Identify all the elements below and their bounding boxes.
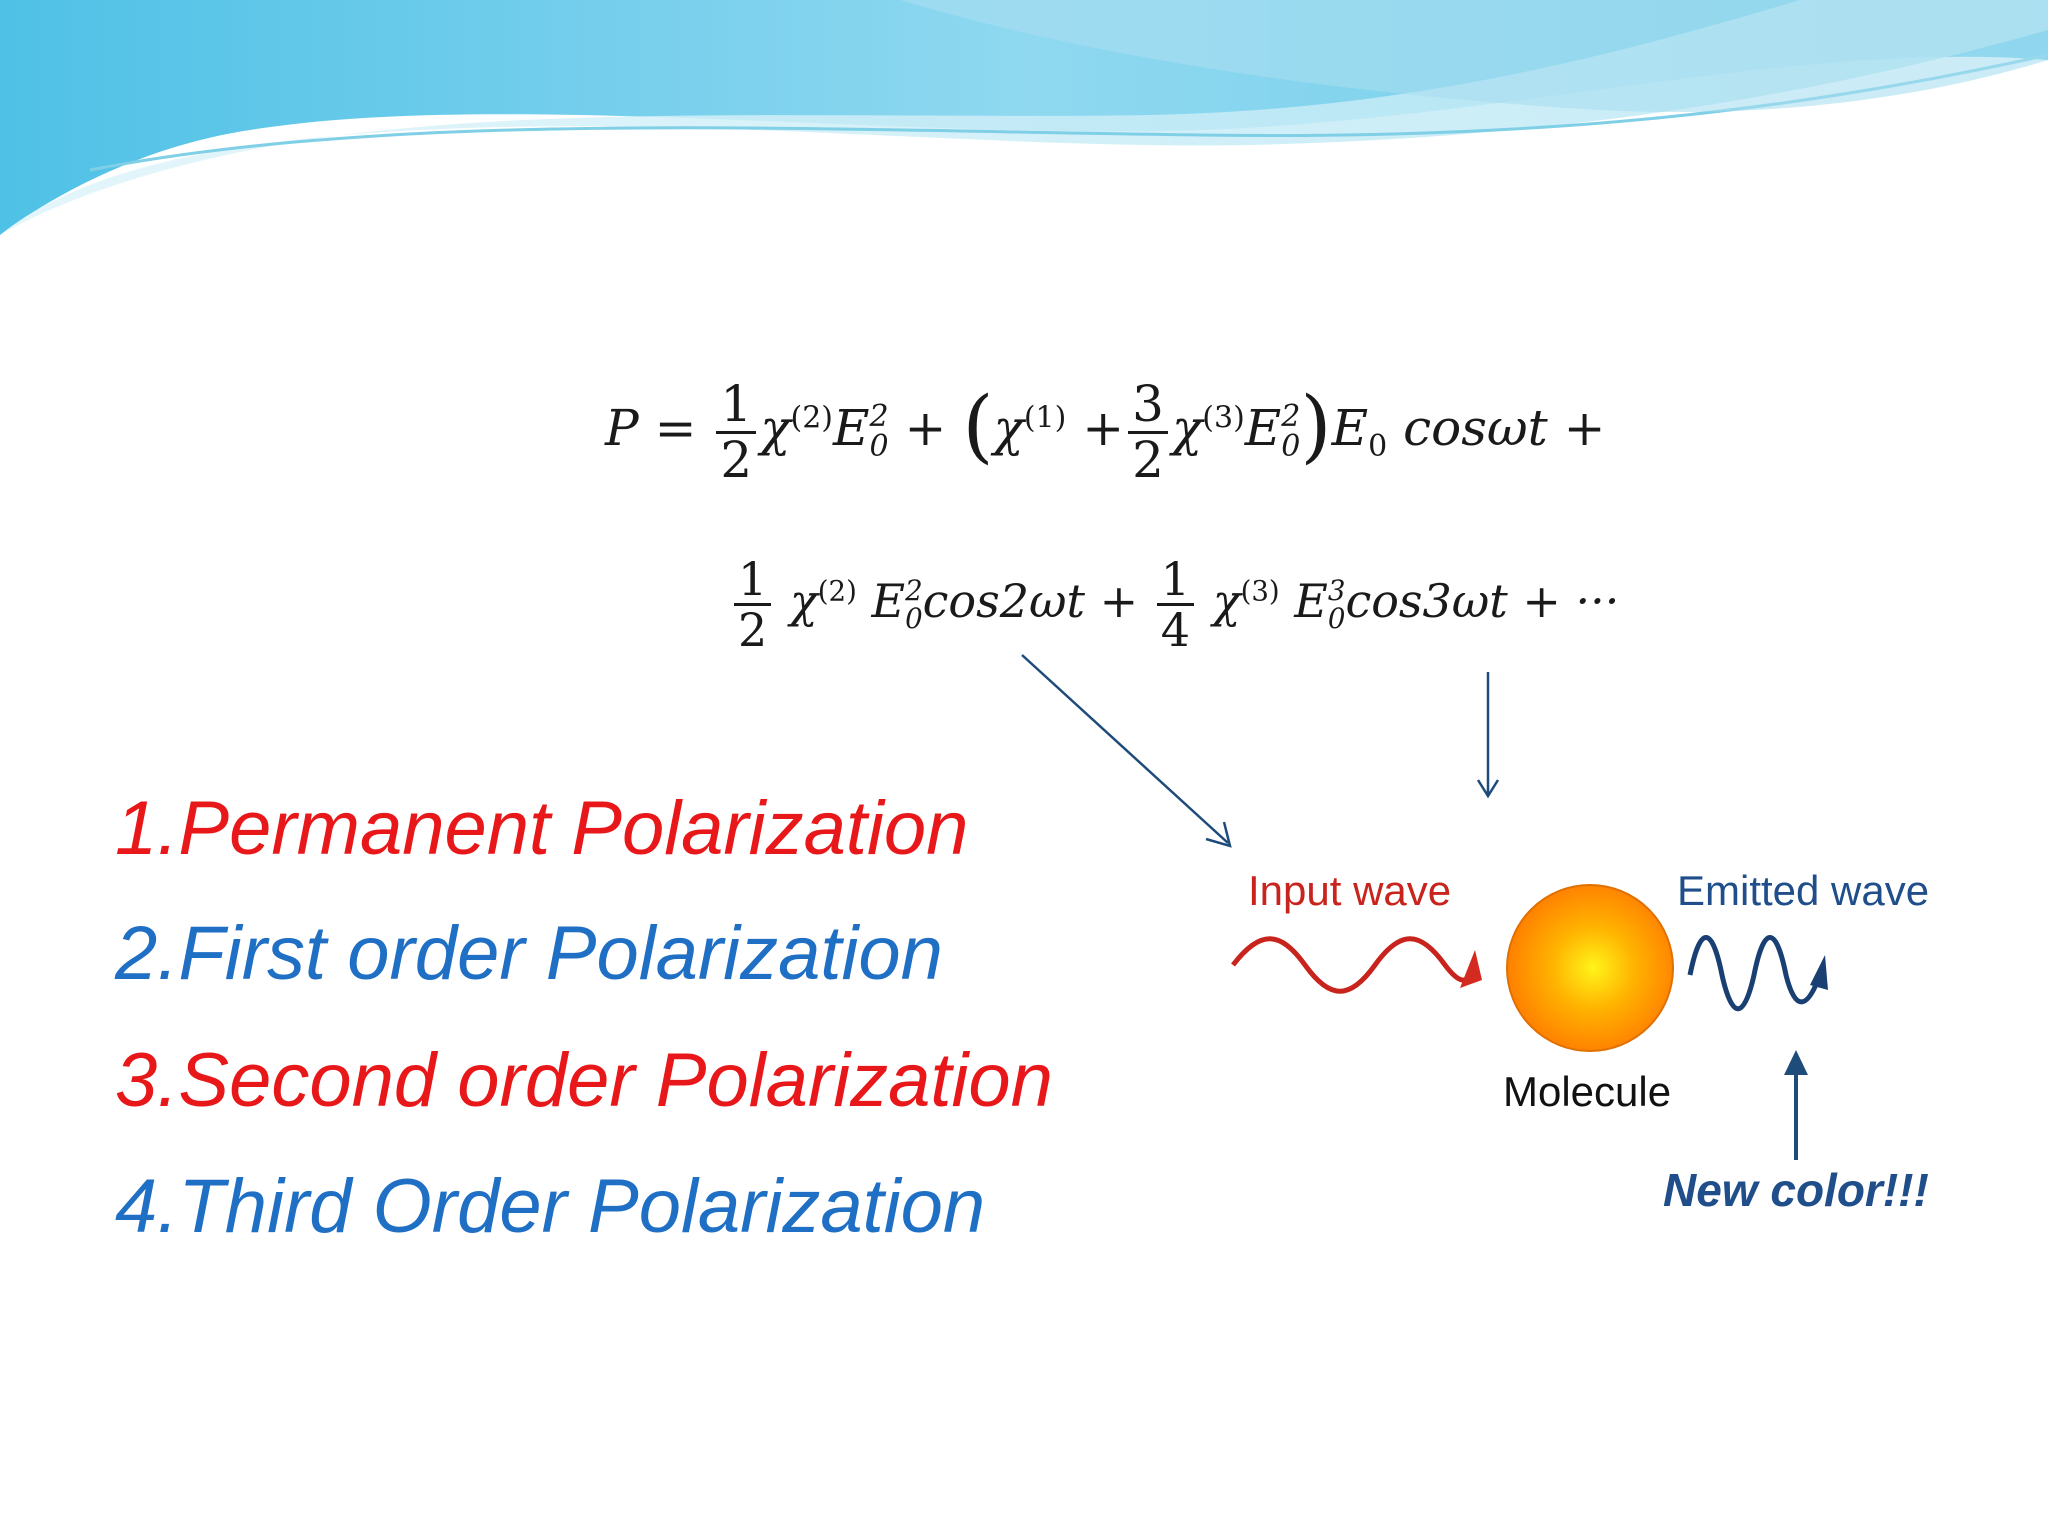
e0: E	[1331, 399, 1369, 457]
emitted-wave-label: Emitted wave	[1677, 867, 1930, 914]
input-wave	[1231, 936, 1471, 994]
right-paren: )	[1300, 379, 1332, 472]
e0-cubed: E	[1294, 573, 1328, 628]
emitted-wave	[1687, 935, 1821, 1011]
arrow-second-order-head	[1205, 821, 1232, 848]
new-color-label: New color!!!	[1663, 1164, 1929, 1216]
cos-omega-t: cosωt +	[1403, 399, 1606, 457]
molecule-label: Molecule	[1503, 1068, 1672, 1115]
chi-2: χ	[789, 573, 818, 628]
eq-plus: +	[904, 399, 947, 457]
list-item-third-order: 4.Third Order Polarization	[115, 1164, 986, 1249]
arrow-new-color-head	[1784, 1050, 1808, 1075]
chi-3: χ	[1171, 399, 1203, 457]
eq-symbol-p: P	[605, 399, 639, 457]
arrow-second-order	[1021, 654, 1229, 844]
molecule	[1506, 884, 1674, 1052]
e0-squared: E	[1244, 399, 1282, 457]
e0-squared: E	[833, 399, 870, 457]
list-item-permanent: 1.Permanent Polarization	[115, 786, 969, 871]
input-wave-label: Input wave	[1248, 867, 1452, 914]
left-paren: (	[962, 379, 994, 472]
chi-1: χ	[993, 399, 1024, 457]
e0-squared: E	[871, 573, 906, 628]
top-wave-light	[0, 0, 2048, 235]
chi-2: χ	[760, 399, 791, 457]
chi-3: χ	[1212, 573, 1241, 628]
eq-equals: =	[654, 399, 697, 457]
input-wave-arrowhead	[1460, 950, 1482, 988]
cos-2-omega-t: cos2ωt +	[922, 573, 1139, 628]
top-wave-corner	[900, 0, 2048, 112]
cos-3-omega-t: cos3ωt + ···	[1345, 573, 1620, 628]
eq-plus: +	[1082, 399, 1125, 457]
list-item-first-order: 2.First order Polarization	[115, 911, 943, 996]
arrow-third-order-head	[1476, 779, 1500, 799]
emitted-wave-arrowhead	[1810, 955, 1828, 990]
list-item-second-order: 3.Second order Polarization	[115, 1038, 1053, 1123]
